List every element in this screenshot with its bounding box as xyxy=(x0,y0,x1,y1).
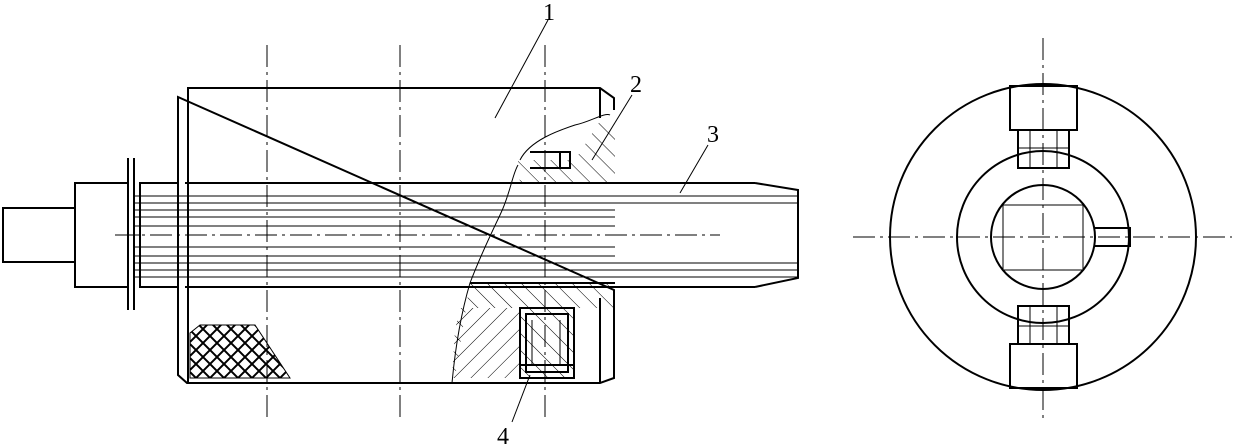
upper-section-hatch xyxy=(518,118,615,183)
callout-4: 4 xyxy=(497,424,509,445)
callout-2: 2 xyxy=(630,72,642,98)
front-view: 1 2 3 4 xyxy=(2,0,799,445)
section-hatching xyxy=(452,118,615,378)
lower-screw xyxy=(1009,305,1078,389)
knurl-pattern xyxy=(189,324,291,379)
keyway xyxy=(1095,227,1131,247)
lower-section-hatch-bottom xyxy=(452,308,520,378)
shaft xyxy=(135,182,799,288)
leader-4 xyxy=(511,374,531,423)
left-shank xyxy=(2,158,178,310)
leader-3 xyxy=(679,144,709,194)
leader-1 xyxy=(494,19,549,119)
lower-section-hatch-left xyxy=(452,283,615,378)
section-break-line xyxy=(451,113,611,384)
leader-2 xyxy=(591,94,633,161)
callout-3: 3 xyxy=(707,122,719,148)
screw-part-4 xyxy=(519,307,575,379)
callout-1: 1 xyxy=(543,0,555,26)
key-slot-upper xyxy=(530,151,571,169)
side-view xyxy=(853,38,1232,420)
